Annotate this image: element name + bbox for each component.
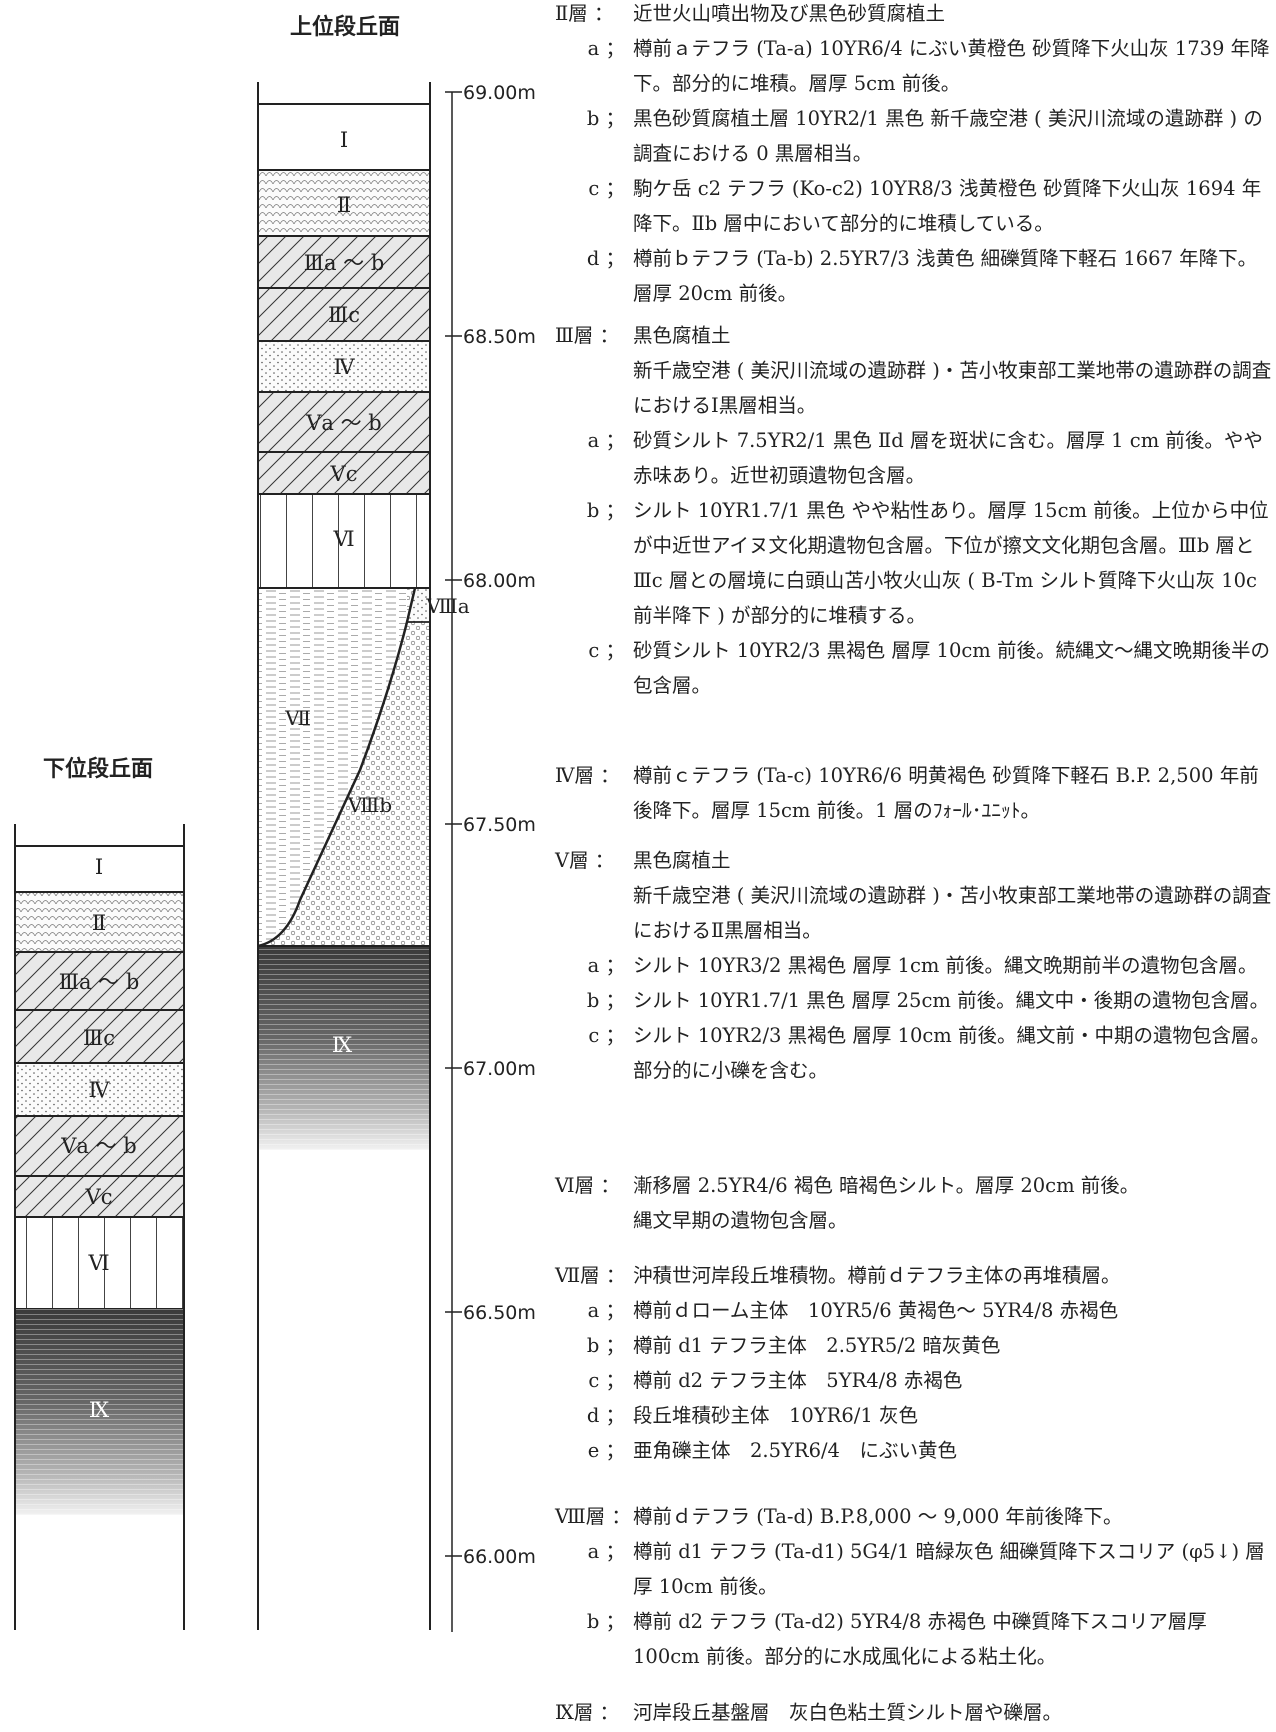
legend-sub: a ；樽前ｄローム主体 10YR5/6 黄褐色～ 5YR4/8 赤褐色 bbox=[587, 1299, 1119, 1322]
upper-layer-label: Ⅷb bbox=[347, 793, 392, 817]
lower-column-title: 下位段丘面 bbox=[43, 756, 153, 782]
upper-column: Ⅰ Ⅱ Ⅲa ～ b Ⅲc Ⅳ Ⅴa ～ b Ⅴc Ⅵ Ⅶ Ⅷa Ⅷb Ⅸ bbox=[257, 82, 470, 1630]
elevation-label: 68.50m bbox=[463, 326, 536, 348]
upper-layer-label: Ⅴc bbox=[330, 462, 358, 486]
legend-sub: b ；黒色砂質腐植土層 10YR2/1 黒色 新千歳空港 ( 美沢川流域の遺跡群… bbox=[586, 107, 1263, 165]
legend-sub: c ；樽前 d2 テフラ主体 5YR4/8 赤褐色 bbox=[588, 1369, 963, 1392]
legend-cont: 縄文早期の遺物包含層。 bbox=[633, 1209, 848, 1232]
legend-text: 河岸段丘基盤層 灰白色粘土質シルト層や礫層。 bbox=[633, 1701, 1063, 1724]
legend-label: Ⅴ層 ： bbox=[555, 849, 615, 872]
legend-sub: c ；砂質シルト 10YR2/3 黒褐色 層厚 10cm 前後。続縄文～縄文晩期… bbox=[588, 639, 1270, 697]
elevation-label: 66.00m bbox=[463, 1546, 536, 1568]
elevation-scale: 69.00m 68.50m 68.00m 67.50m 67.00m 66.50… bbox=[445, 82, 536, 1632]
legend-cont: 新千歳空港 ( 美沢川流域の遺跡群 )・苫小牧東部工業地帯の遺跡群の調査における… bbox=[633, 359, 1272, 417]
lower-layer-label: Ⅸ bbox=[89, 1398, 110, 1422]
lower-layer-label: Ⅳ bbox=[89, 1078, 111, 1102]
upper-layer-label: Ⅴa ～ b bbox=[305, 411, 381, 435]
lower-layer-label: Ⅱ bbox=[92, 911, 106, 935]
lower-layer-label: Ⅴa ～ b bbox=[60, 1134, 136, 1158]
legend-entry-layer-6: Ⅵ層 ： 漸移層 2.5YR4/6 褐色 暗褐色シルト。層厚 20cm 前後。 縄… bbox=[555, 1168, 1275, 1238]
legend-text: 漸移層 2.5YR4/6 褐色 暗褐色シルト。層厚 20cm 前後。 bbox=[633, 1174, 1140, 1197]
legend-text: 沖積世河岸段丘堆積物。樽前ｄテフラ主体の再堆積層。 bbox=[633, 1264, 1121, 1287]
legend-sub: a ；樽前 d1 テフラ (Ta-d1) 5G4/1 暗緑灰色 細礫質降下スコリ… bbox=[587, 1540, 1265, 1598]
lower-layer-label: Ⅲc bbox=[83, 1026, 115, 1050]
lower-layer-label: Ⅴc bbox=[85, 1185, 113, 1209]
legend-sub: b ；シルト 10YR1.7/1 黒色 層厚 25cm 前後。縄文中・後期の遺物… bbox=[586, 989, 1270, 1012]
upper-layer-label: Ⅲc bbox=[328, 303, 360, 327]
lower-layer-label: Ⅰ bbox=[95, 855, 103, 879]
legend-entry-layer-4: Ⅳ層 ： 樽前ｃテフラ (Ta-c) 10YR6/6 明黄褐色 砂質降下軽石 B.… bbox=[555, 758, 1275, 828]
legend-entry-layer-3: Ⅲ層 ： 黒色腐植土 新千歳空港 ( 美沢川流域の遺跡群 )・苫小牧東部工業地帯の… bbox=[555, 318, 1275, 703]
legend-label: Ⅲ層 ： bbox=[555, 324, 620, 347]
legend-sub: c ；シルト 10YR2/3 黒褐色 層厚 10cm 前後。縄文前・中期の遺物包… bbox=[588, 1024, 1270, 1082]
upper-layer-label: Ⅲa ～ b bbox=[304, 251, 385, 275]
legend-label: Ⅳ層 ： bbox=[555, 764, 620, 787]
upper-column-title: 上位段丘面 bbox=[290, 14, 400, 40]
legend-sub: a ；樽前ａテフラ (Ta-a) 10YR6/4 にぶい黄橙色 砂質降下火山灰 … bbox=[587, 37, 1270, 95]
legend-entry-layer-7: Ⅶ層 ： 沖積世河岸段丘堆積物。樽前ｄテフラ主体の再堆積層。 a ；樽前ｄローム主… bbox=[555, 1258, 1275, 1468]
legend-entry-layer-5: Ⅴ層 ： 黒色腐植土 新千歳空港 ( 美沢川流域の遺跡群 )・苫小牧東部工業地帯の… bbox=[555, 843, 1275, 1088]
legend-entry-layer-8: Ⅷ層 ：樽前ｄテフラ (Ta-d) B.P.8,000 ～ 9,000 年前後降… bbox=[555, 1499, 1275, 1674]
elevation-label: 67.50m bbox=[463, 814, 536, 836]
elevation-label: 68.00m bbox=[463, 570, 536, 592]
legend-sub: b ；樽前 d1 テフラ主体 2.5YR5/2 暗灰黄色 bbox=[586, 1334, 1001, 1357]
legend-text: 樽前ｄテフラ (Ta-d) B.P.8,000 ～ 9,000 年前後降下。 bbox=[633, 1505, 1123, 1528]
lower-column: Ⅰ Ⅱ Ⅲa ～ b Ⅲc Ⅳ Ⅴa ～ b Ⅴc Ⅵ Ⅸ bbox=[14, 824, 185, 1630]
legend-sub: d ；樽前ｂテフラ (Ta-b) 2.5YR7/3 浅黄色 細礫質降下軽石 16… bbox=[586, 247, 1258, 305]
legend-sub: c ；駒ケ岳 c2 テフラ (Ko-c2) 10YR8/3 浅黄橙色 砂質降下火… bbox=[588, 177, 1262, 235]
upper-layer-label: Ⅷa bbox=[425, 594, 470, 618]
legend-sub: b ；樽前 d2 テフラ (Ta-d2) 5YR4/8 赤褐色 中礫質降下スコリ… bbox=[586, 1610, 1207, 1668]
lower-layer-label: Ⅵ bbox=[87, 1251, 109, 1275]
upper-layer-label: Ⅱ bbox=[337, 193, 351, 217]
legend-text: 黒色腐植土 bbox=[633, 849, 731, 872]
legend-label: Ⅶ層 ： bbox=[555, 1264, 626, 1287]
upper-layer-label: Ⅸ bbox=[332, 1033, 353, 1057]
legend-text: 近世火山噴出物及び黒色砂質腐植土 bbox=[633, 2, 946, 25]
legend-label: Ⅸ層 ： bbox=[555, 1701, 620, 1724]
upper-layer-label: Ⅵ bbox=[332, 527, 354, 551]
legend-sub: d ；段丘堆積砂主体 10YR6/1 灰色 bbox=[586, 1404, 918, 1427]
elevation-label: 67.00m bbox=[463, 1058, 536, 1080]
legend-sub: b ；シルト 10YR1.7/1 黒色 やや粘性あり。層厚 15cm 前後。上位… bbox=[586, 499, 1269, 627]
legend-text: 黒色腐植土 bbox=[633, 324, 731, 347]
upper-layer-label: Ⅰ bbox=[340, 128, 348, 152]
elevation-label: 69.00m bbox=[463, 82, 536, 104]
upper-layer-label: Ⅳ bbox=[334, 355, 356, 379]
legend-text: 樽前ｃテフラ (Ta-c) 10YR6/6 明黄褐色 砂質降下軽石 B.P. 2… bbox=[633, 764, 1259, 822]
legend-sub: a ；シルト 10YR3/2 黒褐色 層厚 1cm 前後。縄文晩期前半の遺物包含… bbox=[587, 954, 1258, 977]
legend-sub: e ；亜角礫主体 2.5YR6/4 にぶい黄色 bbox=[587, 1439, 957, 1462]
legend-entry-layer-9: Ⅸ層 ： 河岸段丘基盤層 灰白色粘土質シルト層や礫層。 bbox=[555, 1695, 1275, 1730]
legend-entry-layer-2: Ⅱ層 ： 近世火山噴出物及び黒色砂質腐植土 a ；樽前ａテフラ (Ta-a) 10… bbox=[555, 0, 1275, 311]
lower-layer-label: Ⅲa ～ b bbox=[59, 970, 140, 994]
legend-label: Ⅵ層 ： bbox=[555, 1174, 620, 1197]
legend-label: Ⅷ層 ： bbox=[555, 1505, 631, 1528]
upper-layer-label: Ⅶ bbox=[284, 706, 311, 730]
layer-legend: Ⅱ層 ： 近世火山噴出物及び黒色砂質腐植土 a ；樽前ａテフラ (Ta-a) 10… bbox=[555, 0, 1275, 1732]
elevation-label: 66.50m bbox=[463, 1302, 536, 1324]
legend-cont: 新千歳空港 ( 美沢川流域の遺跡群 )・苫小牧東部工業地帯の遺跡群の調査における… bbox=[633, 884, 1272, 942]
legend-sub: a ；砂質シルト 7.5YR2/1 黒色 Ⅱd 層を斑状に含む。層厚 1 cm … bbox=[587, 429, 1263, 487]
legend-label: Ⅱ層 ： bbox=[555, 2, 614, 25]
stratigraphic-columns: 上位段丘面 下位段丘面 Ⅰ Ⅱ Ⅲa ～ b Ⅲc Ⅳ Ⅴa ～ b Ⅴc bbox=[14, 14, 536, 1632]
